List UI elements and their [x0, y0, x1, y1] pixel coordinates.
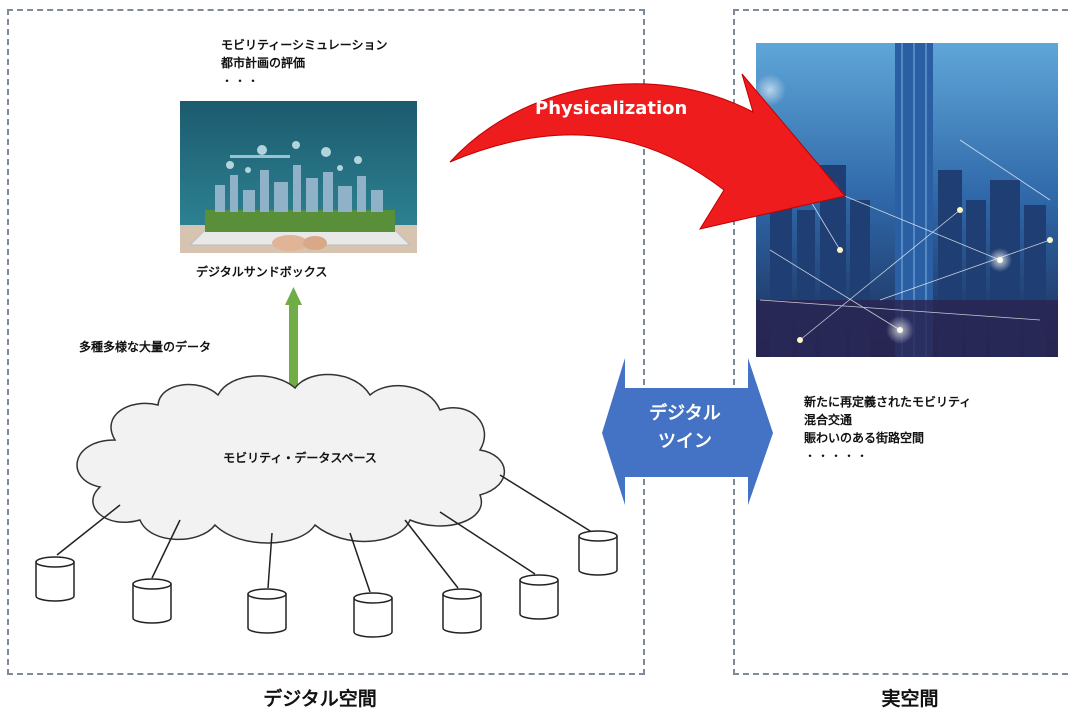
sandbox-notes: モビリティーシミュレーション 都市計画の評価 ・・・	[221, 36, 388, 90]
database-icon	[35, 556, 75, 602]
physicalization-label: Physicalization	[535, 98, 688, 119]
sandbox-note: モビリティーシミュレーション	[221, 38, 388, 52]
database-icon	[247, 588, 287, 634]
physicalization-arrow	[449, 73, 846, 230]
digital-twin-arrow	[602, 358, 773, 505]
data-upload-arrow	[285, 287, 302, 392]
real-space-panel	[733, 9, 1072, 675]
database-icon	[353, 592, 393, 638]
database-icon	[132, 578, 172, 624]
real-space-notes: 新たに再定義されたモビリティ 混合交通 賑わいのある街路空間 ・・・・・	[804, 393, 971, 465]
mobility-data-space-cloud	[76, 373, 506, 544]
sandbox-label: デジタルサンドボックス	[196, 265, 328, 279]
digital-twin-line-1: デジタル	[649, 403, 721, 424]
real-space-note: 賑わいのある街路空間	[804, 431, 925, 445]
real-space-caption: 実空間	[881, 688, 939, 710]
real-space-note: 混合交通	[804, 413, 853, 427]
data-label: 多種多様な大量のデータ	[79, 340, 212, 354]
real-space-note: 新たに再定義されたモビリティ	[804, 395, 972, 409]
database-connections	[56, 474, 596, 593]
sandbox-note: 都市計画の評価	[221, 56, 306, 70]
real-space-note-ellipsis: ・・・・・	[804, 449, 870, 463]
digital-twin-label: デジタル ツイン	[630, 400, 740, 456]
cloud-label: モビリティ・データスペース	[223, 451, 377, 465]
digital-sandbox-image	[180, 101, 417, 253]
database-icon	[578, 530, 618, 576]
digital-twin-line-2: ツイン	[658, 431, 712, 452]
digital-space-panel	[7, 9, 645, 675]
database-icon	[442, 588, 482, 634]
databases	[35, 530, 618, 638]
sandbox-note-ellipsis: ・・・	[221, 74, 261, 88]
digital-space-caption: デジタル空間	[263, 688, 377, 710]
database-icon	[519, 574, 559, 620]
